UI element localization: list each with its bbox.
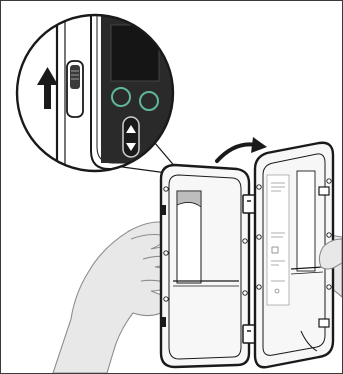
slide-switch-icon [67, 61, 83, 117]
instruction-label [267, 175, 289, 305]
left-hand [53, 222, 178, 373]
case-left-panel [161, 165, 249, 367]
